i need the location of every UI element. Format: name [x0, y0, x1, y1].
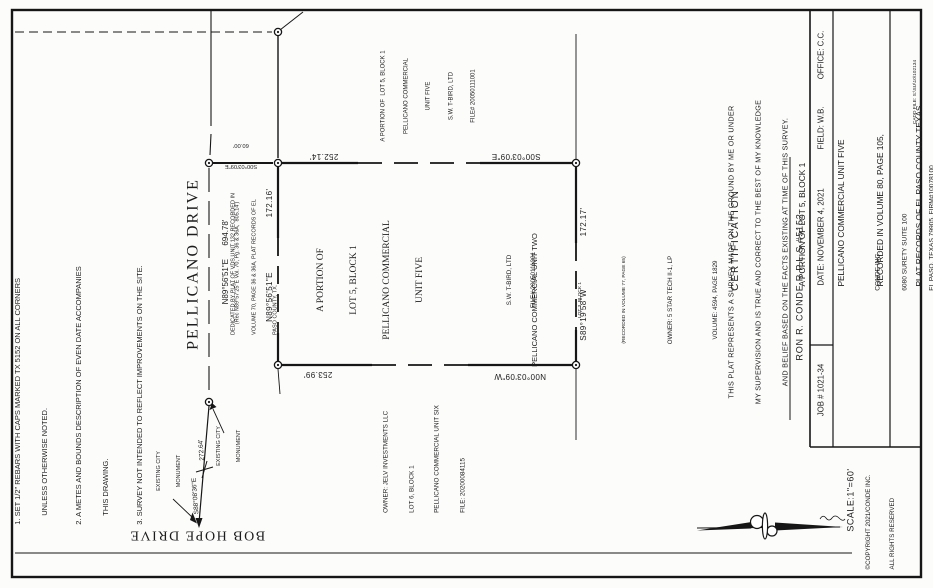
note-line: UNLESS OTHERWISE NOTED. [40, 407, 49, 516]
title-line: A PORTION OF LOT 5, BLOCK 1 [797, 162, 807, 287]
row-width-label: S00°03'09"E 60.00' [225, 127, 258, 183]
adjoiner-dashed-line [15, 11, 304, 33]
existing-city-monument-label: EXISTING CITY MONUMENT [203, 426, 255, 466]
street-name-pellicano: PELLICANO DRIVE [184, 178, 202, 350]
existing-city-monument-label: EXISTING CITY MONUMENT [143, 451, 195, 491]
parcel-label-line: FILE# 20050111001 [470, 69, 477, 123]
title-block-office: OFFICE: C.C. [816, 30, 826, 80]
certification-line: THIS PLAT REPRESENTS A SURVEY MADE ON TH… [726, 105, 736, 399]
title-block-rules [809, 11, 921, 448]
monument-label-line: MONUMENT [235, 429, 242, 463]
north-distance-label: 252.14' [309, 151, 339, 161]
copyright-line: ALL RIGHTS RESERVED [889, 497, 896, 570]
south-distance-label: 253.99' [303, 369, 333, 379]
parcel-label-line: S.W. T-BIRD, LTD [447, 71, 454, 121]
notes-block: NOTE: 1. SET 1/2" REBARS WITH CAPS MARKE… [0, 265, 162, 525]
parcel-label-line: PELLICANO COMMERCIAL [402, 57, 409, 135]
parcel-lot: LOT 3, BLOCK 1 [577, 281, 583, 319]
parcel-label-line: UNIT FIVE [425, 81, 432, 111]
south-bearing-label: N00°03'09"W [494, 371, 546, 381]
certification-line: MY SUPERVISION AND IS TRUE AND CORRECT T… [753, 99, 763, 405]
row-distance: 60.00' [233, 142, 249, 148]
parcel-label-line: PELLICANO COMMERCIAL [382, 220, 393, 340]
south-parcel-label: OWNER: JELV INVESTMENTS LLC LOT 6, BLOCK… [366, 405, 485, 513]
note-line: 1. SET 1/2" REBARS WITH CAPS MARKED TX 5… [13, 277, 22, 525]
street-name-bob-hope: BOB HOPE DRIVE [128, 527, 266, 543]
north-arrow [696, 512, 846, 540]
parcel-label-line: A PORTION OF LOT 5, BLOCK 1 [380, 50, 387, 142]
west-distance-label: 172.16' [265, 188, 275, 218]
cadd-file-note: CADD FILE: S:\SU\10\102134 [913, 59, 919, 125]
north-bearing-label: S00°03'09"E [491, 151, 541, 161]
parcel-lot: LOT 6, BLOCK 1 [408, 465, 415, 513]
monument-label-line: EXISTING CITY [156, 451, 162, 491]
parcel-label-line: LOT 5, BLOCK 1 [349, 245, 360, 315]
leader-arrows [172, 403, 225, 524]
survey-monuments [204, 27, 581, 407]
monument-label-line: MONUMENT [175, 454, 182, 488]
firm-block: CONDE INC. 6080 SURETY SUITE 100 EL PASO… [856, 165, 933, 291]
parcel-owner: OWNER: JELV INVESTMENTS LLC [382, 410, 390, 513]
parcel-file: FILE: 20200084115 [459, 458, 466, 513]
title-line: PELLICANO COMMERCIAL UNIT FIVE [836, 139, 846, 287]
copyright-block: ©COPYRIGHT 2021/CONDE INC. ALL RIGHTS RE… [849, 475, 913, 570]
title-block-job: JOB # 1021-34 [816, 363, 826, 417]
monument-label-line: EXISTING CITY [216, 426, 222, 466]
note-line: 2. A METES AND BOUNDS DESCRIPTION OF EVE… [74, 266, 83, 525]
copyright-line: ©COPYRIGHT 2021/CONDE INC. [865, 474, 872, 570]
parcel-name: PELLICANO COMMERCIAL UNIT TWO [530, 233, 540, 367]
parcel-owner: OWNER: 5 STAR TECH II-1, LP [666, 255, 674, 345]
firm-name: CONDE INC. [874, 251, 882, 291]
parcel-label-line: UNIT FIVE [415, 256, 426, 304]
north-parcel-label: A PORTION OF LOT 5, BLOCK 1 PELLICANO CO… [365, 50, 493, 141]
north-arrow-inscription [819, 515, 846, 521]
firm-address: 6080 SURETY SUITE 100 [901, 213, 909, 291]
parcel-name: PELLICANO COMMERCIAL UNIT SIX [433, 405, 441, 513]
row-bearing: S00°03'09"E [224, 163, 258, 169]
pellicano-centerline [208, 11, 212, 397]
parcel-boundary [276, 161, 578, 367]
tie-line [195, 405, 214, 528]
dedication-line: DEDICATED BY PLAT OF VDS UNIT 132 RECORD… [230, 193, 237, 335]
note-line: THIS DRAWING. [101, 458, 110, 516]
parcel-recorded: (RECORDED IN VOLUME 77, PAGE 65) [622, 256, 627, 344]
firm-city-line: EL PASO, TEXAS 79905, FIRM#10078100 [928, 165, 933, 291]
sheet-border [10, 8, 923, 579]
parcel-label-line: A PORTION OF [316, 248, 327, 312]
extension-lines [277, 34, 577, 440]
